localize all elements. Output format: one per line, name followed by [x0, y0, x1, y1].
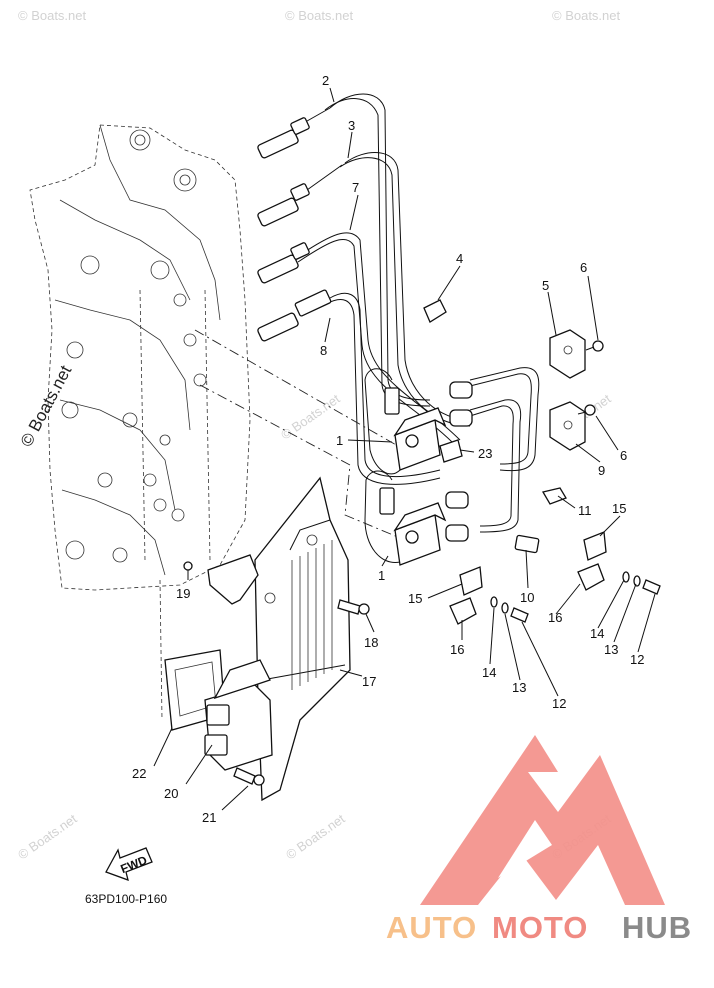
callout: 12	[552, 696, 566, 711]
high-tension-cords	[257, 93, 540, 542]
callout: 6	[580, 260, 587, 275]
callout: 5	[542, 278, 549, 293]
watermark: © Boats.net	[18, 8, 87, 23]
callout: 13	[604, 642, 618, 657]
watermark: © Boats.net	[278, 391, 343, 443]
reference-lines	[194, 329, 406, 541]
callout: 1	[336, 433, 343, 448]
callout: 15	[612, 501, 626, 516]
callouts: 1 1 2 3 4 5 6 6 7 8 9 10 11 12 12 13 13 …	[132, 73, 644, 825]
callout: 18	[364, 635, 378, 650]
callout: 21	[202, 810, 216, 825]
callout: 1	[378, 568, 385, 583]
callout: 20	[164, 786, 178, 801]
bolt-18	[337, 599, 370, 615]
side-watermark: © Boats.net	[17, 362, 76, 450]
callout: 10	[520, 590, 534, 605]
callout: 9	[598, 463, 605, 478]
callout: 2	[322, 73, 329, 88]
logo-triangle-icon	[420, 735, 665, 905]
callout: 4	[456, 251, 463, 266]
part-code: 63PD100-P160	[85, 892, 167, 906]
brand-part3: HUB	[622, 910, 692, 945]
callout: 8	[320, 343, 327, 358]
small-parts	[423, 299, 661, 625]
ignition-cover	[183, 476, 351, 802]
fwd-arrow-icon: FWD	[105, 847, 153, 882]
cdi-unit-and-gasket	[164, 649, 273, 786]
engine-block	[29, 124, 251, 721]
brand-part1: AUTO	[386, 910, 477, 945]
callout: 16	[548, 610, 562, 625]
watermark: © Boats.net	[15, 811, 80, 863]
callout: 7	[352, 180, 359, 195]
callout: 22	[132, 766, 146, 781]
callout: 19	[176, 586, 190, 601]
watermark-group: © Boats.net © Boats.net © Boats.net © Bo…	[15, 8, 620, 862]
callout: 17	[362, 674, 376, 689]
callout: 3	[348, 118, 355, 133]
callout: 14	[590, 626, 604, 641]
callout: 11	[578, 503, 592, 518]
brand-logo: AUTO MOTO HUB	[386, 735, 692, 945]
ignition-coil-lower	[364, 470, 447, 566]
cover-fins	[291, 540, 333, 690]
callout: 16	[450, 642, 464, 657]
callout: 14	[482, 665, 496, 680]
ignition-coil-upper	[364, 368, 447, 475]
callout: 23	[478, 446, 492, 461]
leader-lines	[153, 87, 656, 811]
watermark: © Boats.net	[285, 8, 354, 23]
brand-part2: MOTO	[492, 910, 588, 945]
callout: 13	[512, 680, 526, 695]
watermark: © Boats.net	[283, 811, 348, 863]
watermark: © Boats.net	[552, 8, 621, 23]
callout: 12	[630, 652, 644, 667]
callout: 15	[408, 591, 422, 606]
callout: 6	[620, 448, 627, 463]
